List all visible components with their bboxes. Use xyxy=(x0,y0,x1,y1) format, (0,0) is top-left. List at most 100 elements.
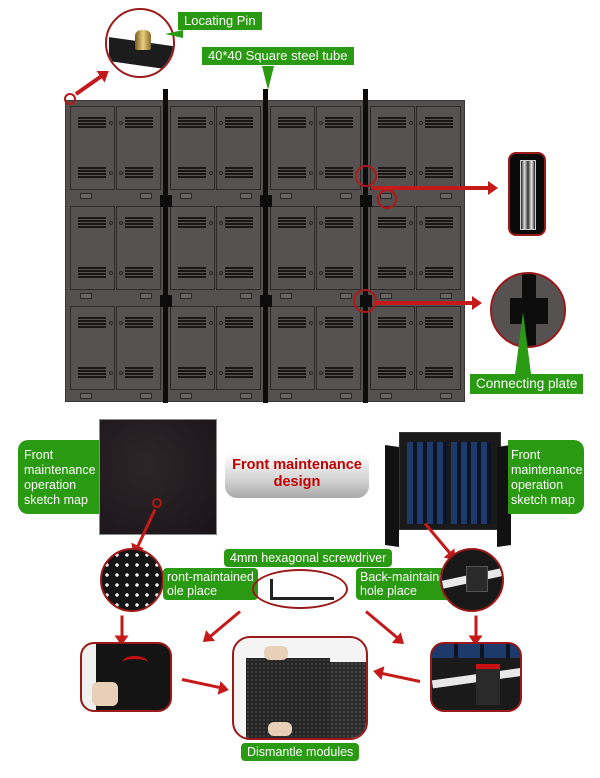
door-knob xyxy=(109,321,113,325)
cabinet-unit xyxy=(366,301,466,401)
vent-grille xyxy=(178,267,206,279)
door-knob xyxy=(319,171,323,175)
connecting-plate xyxy=(260,295,272,307)
vent-grille xyxy=(78,117,106,129)
door-knob xyxy=(209,271,213,275)
connector-block xyxy=(140,293,152,299)
label-line: hole place xyxy=(360,584,417,598)
cabinet-door xyxy=(370,206,415,290)
led-module-front-photo xyxy=(99,419,217,535)
door-knob xyxy=(409,271,413,275)
screwdriver-oval xyxy=(252,569,348,609)
cabinet-door xyxy=(216,106,261,190)
vent-grille xyxy=(278,167,306,179)
cabinet-door xyxy=(70,306,115,390)
connector-block xyxy=(340,193,352,199)
front-remove-photo xyxy=(80,642,172,712)
door-knob xyxy=(219,371,223,375)
arrow-to-dismantle-right xyxy=(365,610,400,640)
locating-pin-label: Locating Pin xyxy=(178,12,262,30)
connector-block xyxy=(180,293,192,299)
arrow-down-left xyxy=(120,615,124,638)
vent-grille xyxy=(78,217,106,229)
vent-grille xyxy=(278,367,306,379)
door-knob xyxy=(219,221,223,225)
vent-grille xyxy=(125,317,153,329)
door-knob xyxy=(119,371,123,375)
vent-grille xyxy=(78,267,106,279)
back-hole-zoom xyxy=(440,548,504,612)
vent-grille xyxy=(225,167,253,179)
cabinet-unit xyxy=(66,101,166,201)
front-sketch-label-right: Front maintenance operation sketch map xyxy=(508,440,584,514)
connector-block xyxy=(280,193,292,199)
door-knob xyxy=(119,121,123,125)
vent-grille xyxy=(278,117,306,129)
door-knob xyxy=(409,321,413,325)
vent-grille xyxy=(125,217,153,229)
screwdriver-label: 4mm hexagonal screwdriver xyxy=(224,549,393,567)
vent-grille xyxy=(378,367,406,379)
connector-block xyxy=(340,393,352,399)
connector-block xyxy=(140,393,152,399)
connector-block xyxy=(280,293,292,299)
door-knob xyxy=(419,171,423,175)
vent-grille xyxy=(225,367,253,379)
door-knob xyxy=(419,121,423,125)
door-knob xyxy=(419,271,423,275)
vent-grille xyxy=(78,167,106,179)
vent-grille xyxy=(178,317,206,329)
door-knob xyxy=(119,221,123,225)
cabinet-unit xyxy=(366,201,466,301)
vent-grille xyxy=(278,267,306,279)
vent-grille xyxy=(125,117,153,129)
steel-tube xyxy=(263,89,268,403)
vent-grille xyxy=(325,217,353,229)
cabinet-door xyxy=(370,306,415,390)
door-knob xyxy=(409,121,413,125)
door-knob xyxy=(419,371,423,375)
back-remove-photo xyxy=(430,642,522,712)
vent-grille xyxy=(178,167,206,179)
cabinet-door xyxy=(70,206,115,290)
door-knob xyxy=(219,321,223,325)
door-knob xyxy=(209,121,213,125)
cabinet-door xyxy=(416,106,461,190)
connector-block xyxy=(140,193,152,199)
front-hole-zoom xyxy=(100,548,164,612)
door-knob xyxy=(319,121,323,125)
front-hole-marker xyxy=(152,498,162,508)
locating-detail-marker xyxy=(355,165,377,187)
connector-block xyxy=(80,393,92,399)
door-knob xyxy=(109,271,113,275)
cabinet-unit xyxy=(266,301,366,401)
door-knob xyxy=(119,271,123,275)
vent-grille xyxy=(125,167,153,179)
cabinet-unit xyxy=(266,201,366,301)
vent-grille xyxy=(278,217,306,229)
label-line: ront-maintained xyxy=(167,570,254,584)
cabinet-door xyxy=(416,306,461,390)
vent-grille xyxy=(325,367,353,379)
steel-tube xyxy=(363,89,368,403)
vent-grille xyxy=(125,267,153,279)
door-knob xyxy=(119,321,123,325)
label-line: operation xyxy=(24,478,77,492)
vent-grille xyxy=(425,167,453,179)
vent-grille xyxy=(225,217,253,229)
door-knob xyxy=(309,171,313,175)
front-sketch-label-left: Front maintenance operation sketch map xyxy=(18,440,102,514)
door-knob xyxy=(219,271,223,275)
cabinet-unit xyxy=(266,101,366,201)
steel-tube-pointer xyxy=(262,66,274,90)
cabinet-unit xyxy=(66,201,166,301)
door-knob xyxy=(309,321,313,325)
vent-grille xyxy=(425,317,453,329)
vent-grille xyxy=(78,317,106,329)
connecting-plate xyxy=(160,295,172,307)
front-hole-label: ront-maintained ole place xyxy=(163,568,258,600)
cabinet-door xyxy=(170,106,215,190)
connector-block xyxy=(80,293,92,299)
connector-block xyxy=(440,393,452,399)
cabinet-door xyxy=(216,206,261,290)
